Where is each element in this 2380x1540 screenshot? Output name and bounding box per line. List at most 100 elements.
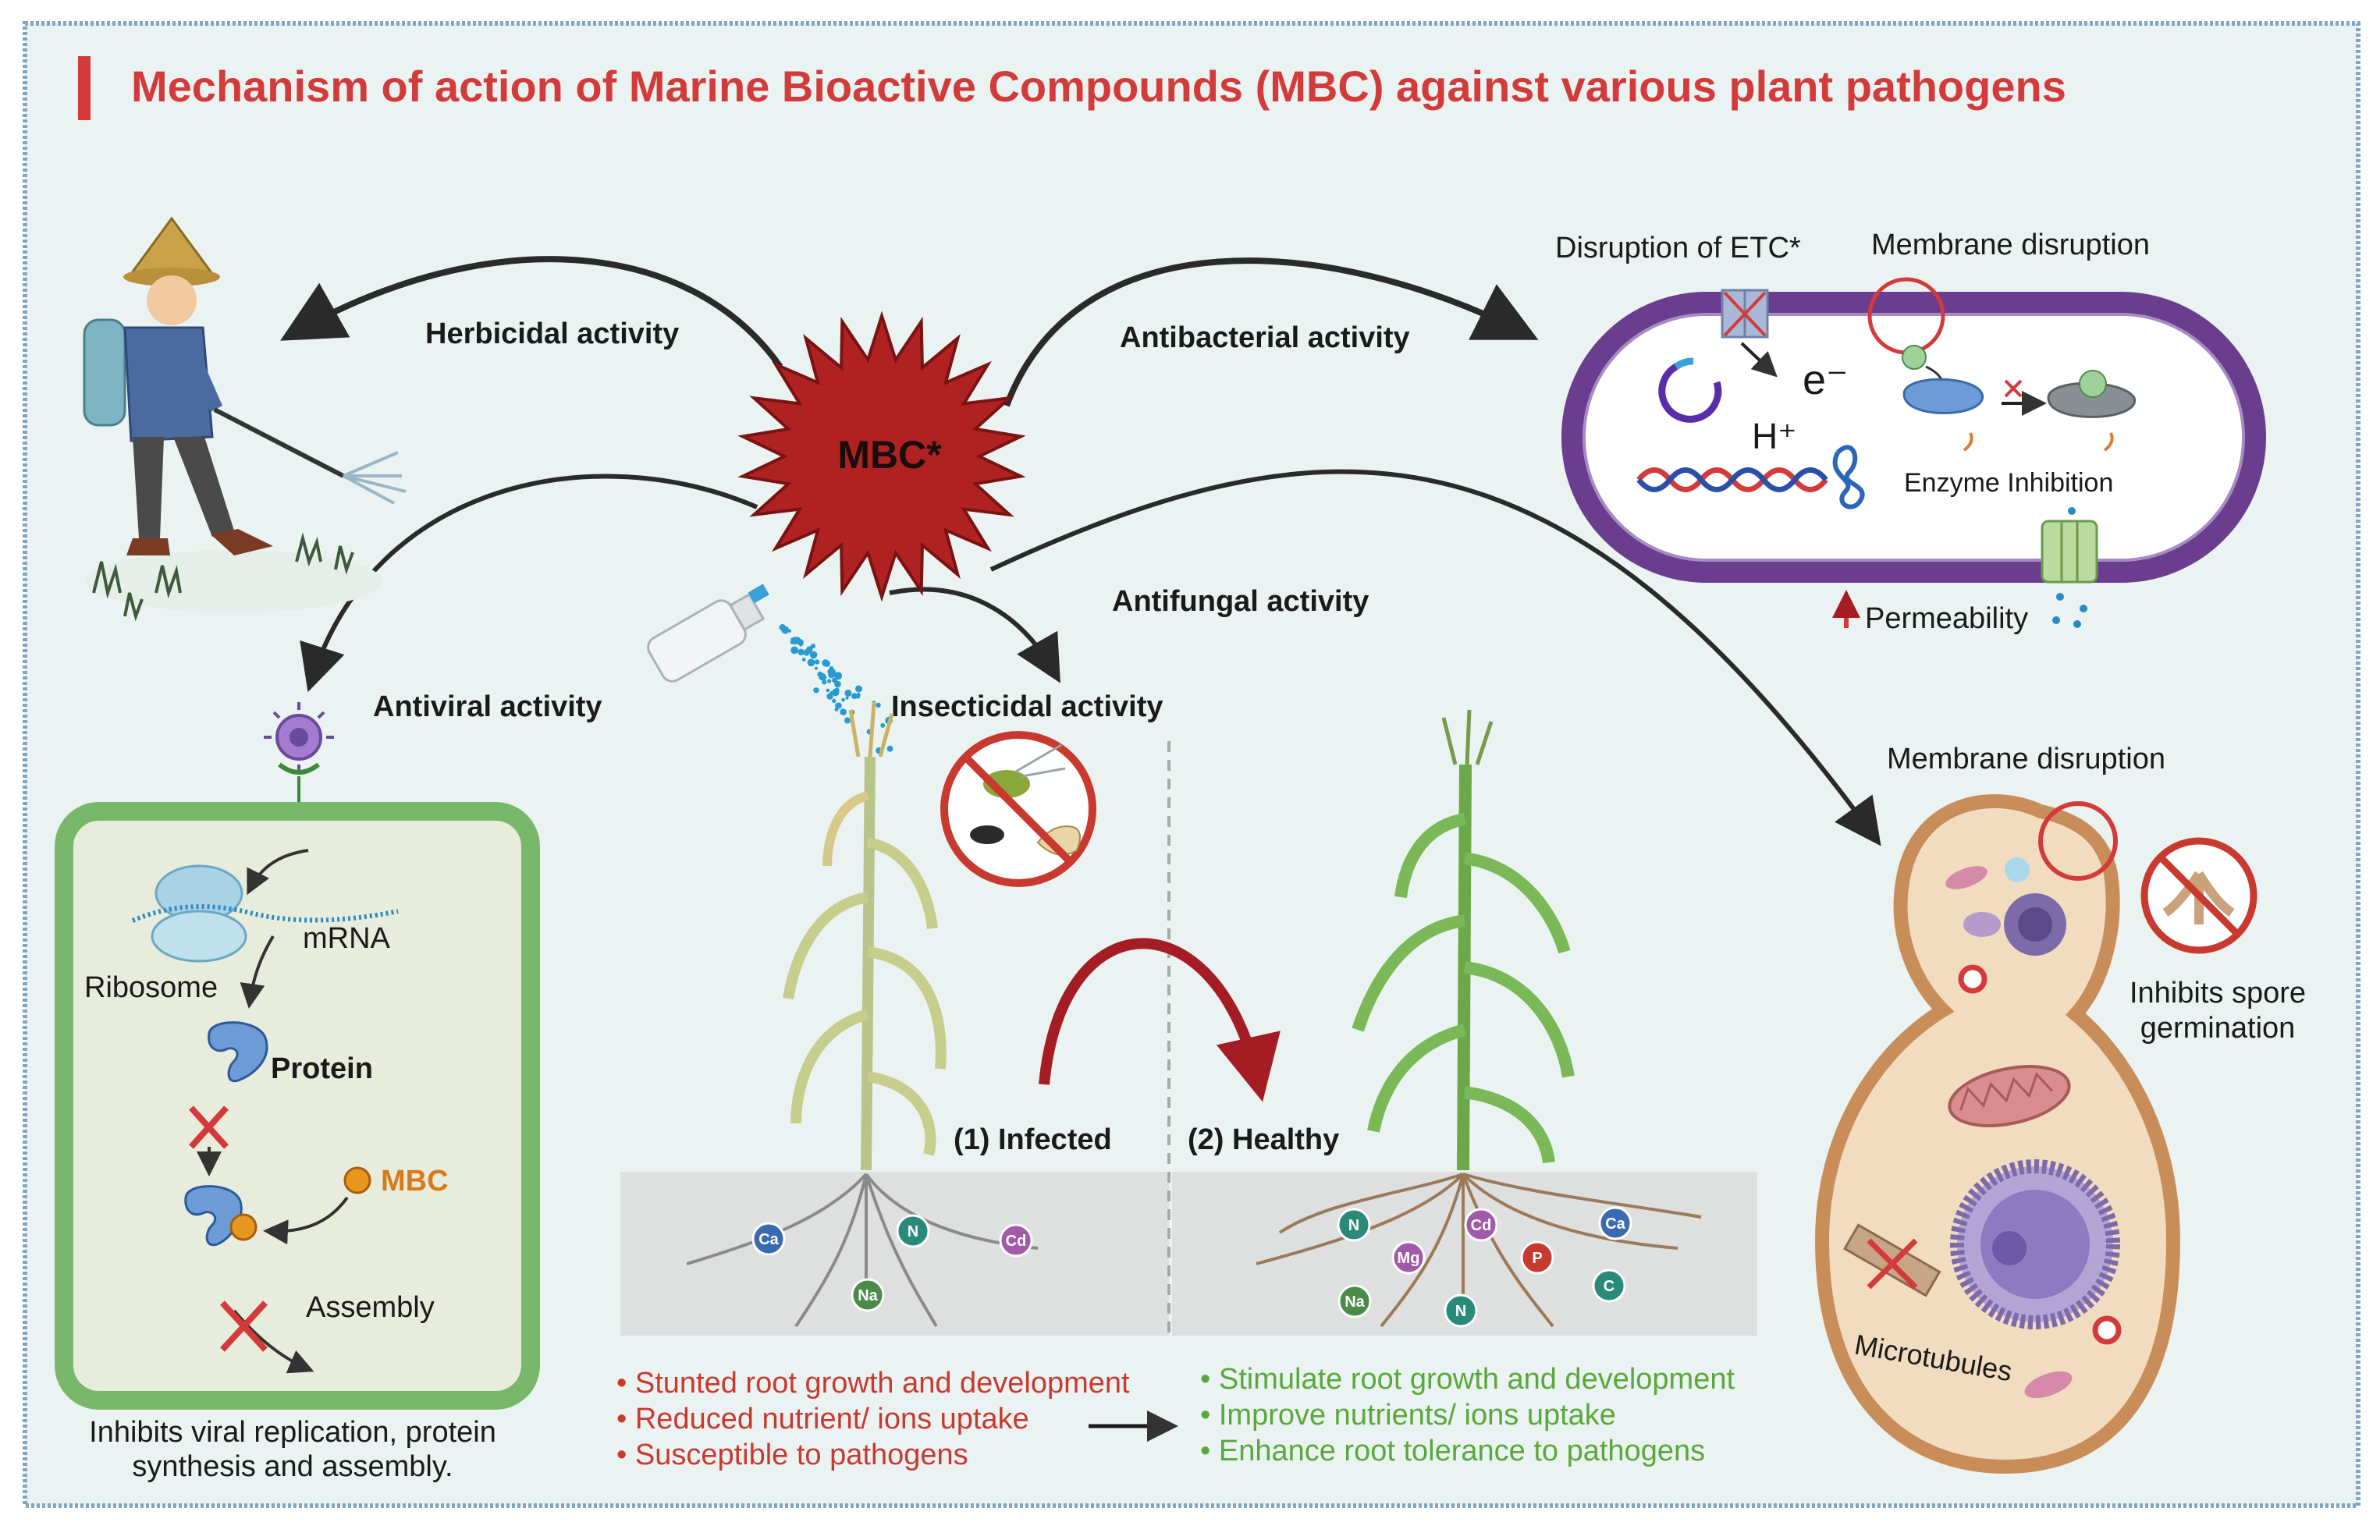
spray-droplet: [815, 659, 820, 665]
svg-text:Cd: Cd: [1471, 1217, 1492, 1234]
healthy-effect-item: • Stimulate root growth and development: [1200, 1363, 1735, 1396]
arrow-to-antifungal: [989, 469, 1881, 846]
no-spore-icon: [2140, 837, 2257, 954]
mrna-strand: [131, 904, 399, 923]
viral-caption-line1: Inhibits viral replication, protein: [89, 1416, 496, 1449]
healthy-ion-mg: Mg: [1391, 1240, 1426, 1275]
svg-text:Na: Na: [858, 1287, 878, 1304]
healthy-effects-list: • Stimulate root growth and development•…: [1200, 1363, 1735, 1467]
spore-label-line1: Inhibits spore: [2130, 977, 2306, 1010]
mrna-label: mRNA: [303, 922, 391, 955]
viral-caption-line2: synthesis and assembly.: [132, 1450, 453, 1483]
arrow-to-herbicidal: [280, 256, 783, 369]
infected-effect-item: • Susceptible to pathogens: [616, 1439, 968, 1471]
spray-droplet: [856, 692, 861, 697]
healthy-ion-p: P: [1520, 1240, 1554, 1275]
arrow-to-insecticidal: [889, 587, 1060, 683]
plasmid-icon: [1658, 357, 1722, 423]
page-title: Mechanism of action of Marine Bioactive …: [131, 62, 2066, 111]
herbicidal-label: Herbicidal activity: [425, 318, 679, 350]
infected-effects-list: • Stunted root growth and development• R…: [616, 1367, 1130, 1471]
spray-droplet: [807, 658, 815, 667]
svg-text:N: N: [1348, 1217, 1359, 1234]
nucleus-icon: [1950, 1159, 2120, 1329]
enzyme-inhibition-label: Enzyme Inhibition: [1904, 468, 2113, 498]
fungal-membrane-label: Membrane disruption: [1887, 743, 2165, 775]
mbc-starburst: MBC*: [737, 310, 1026, 602]
infected-plant: [686, 701, 1039, 1328]
svg-text:Cd: Cd: [1006, 1233, 1027, 1250]
assembly-label: Assembly: [306, 1291, 435, 1324]
svg-text:P: P: [1532, 1250, 1542, 1267]
spray-droplet: [851, 693, 858, 699]
microtubule-icon: [1842, 1223, 1941, 1297]
infected-ion-n: N: [896, 1214, 930, 1248]
farmer-illustration: [83, 216, 407, 622]
bacterium-cell: [1561, 292, 2266, 583]
antiviral-label: Antiviral activity: [373, 690, 602, 723]
spray-droplet: [844, 689, 852, 697]
protein-coil-icon: [1832, 445, 1865, 509]
viral-mbc-label: MBC: [381, 1165, 449, 1198]
spray-droplet: [797, 648, 805, 656]
svg-text:C: C: [1604, 1278, 1614, 1295]
enzyme-block-x-icon: [2004, 379, 2023, 398]
spray-droplet: [790, 646, 798, 655]
bacteria-membrane-label: Membrane disruption: [1871, 229, 2150, 261]
spray-droplet: [823, 660, 830, 667]
spray-droplet: [832, 688, 840, 697]
svg-text:Ca: Ca: [1605, 1215, 1625, 1233]
healthy-ion-ca: Ca: [1598, 1206, 1632, 1240]
mbc-molecule-icon: [343, 1166, 371, 1194]
spray-droplet: [828, 668, 836, 676]
spray-droplet: [841, 697, 845, 702]
fungal-organelles: [1842, 857, 2122, 1399]
spray-droplet: [822, 680, 827, 685]
antibacterial-label: Antibacterial activity: [1120, 321, 1410, 354]
svg-text:N: N: [1455, 1303, 1466, 1320]
fungal-membrane-disruption-icon: [2038, 801, 2118, 881]
healthy-ion-c: C: [1592, 1269, 1626, 1303]
healthy-ion-n: N: [1337, 1208, 1371, 1242]
arrow-to-antibacterial: [1004, 257, 1539, 407]
healthy-ion-n: N: [1444, 1293, 1478, 1328]
protein-mbc-complex-icon: [184, 1185, 243, 1247]
svg-text:Mg: Mg: [1398, 1250, 1420, 1267]
spray-droplet: [813, 687, 819, 694]
spray-droplet: [834, 707, 839, 711]
permeability-channel-icon: [2041, 507, 2098, 628]
spray-droplet: [809, 651, 818, 659]
spray-droplet: [886, 745, 893, 752]
protein-label: Protein: [271, 1052, 373, 1085]
title-accent-bar: [78, 56, 91, 120]
arrow-to-antiviral: [300, 474, 758, 693]
infected-effect-item: • Stunted root growth and development: [616, 1367, 1130, 1400]
healthy-ion-na: Na: [1337, 1284, 1372, 1318]
spray-droplet: [880, 722, 886, 728]
virus-icon: [264, 702, 334, 823]
spray-droplet: [845, 696, 849, 700]
dna-icon: [1636, 467, 1828, 492]
infected-label: (1) Infected: [954, 1123, 1112, 1156]
spray-droplet: [801, 658, 806, 662]
svg-text:Ca: Ca: [758, 1231, 779, 1248]
spray-droplet: [781, 626, 790, 634]
recovery-arrow: [1039, 938, 1281, 1102]
healthy-plant: [1256, 709, 1702, 1328]
infected-ion-na: Na: [851, 1278, 885, 1312]
infected-ion-ca: Ca: [751, 1222, 786, 1256]
infected-soil-panel: [620, 1172, 1169, 1336]
infected-effect-item: • Reduced nutrient/ ions uptake: [616, 1403, 1029, 1435]
spray-droplet: [826, 688, 830, 693]
insecticidal-label: Insecticidal activity: [891, 690, 1163, 723]
spray-droplet: [844, 717, 851, 724]
no-insects-icon: [940, 731, 1096, 887]
protein-icon: [208, 1021, 268, 1083]
healthy-effect-item: • Improve nutrients/ ions uptake: [1200, 1399, 1616, 1432]
spray-droplet: [832, 698, 837, 704]
spray-droplet: [835, 702, 842, 709]
protein-block-x-icon: [189, 1105, 229, 1149]
assembly-block-x-icon: [220, 1300, 268, 1352]
